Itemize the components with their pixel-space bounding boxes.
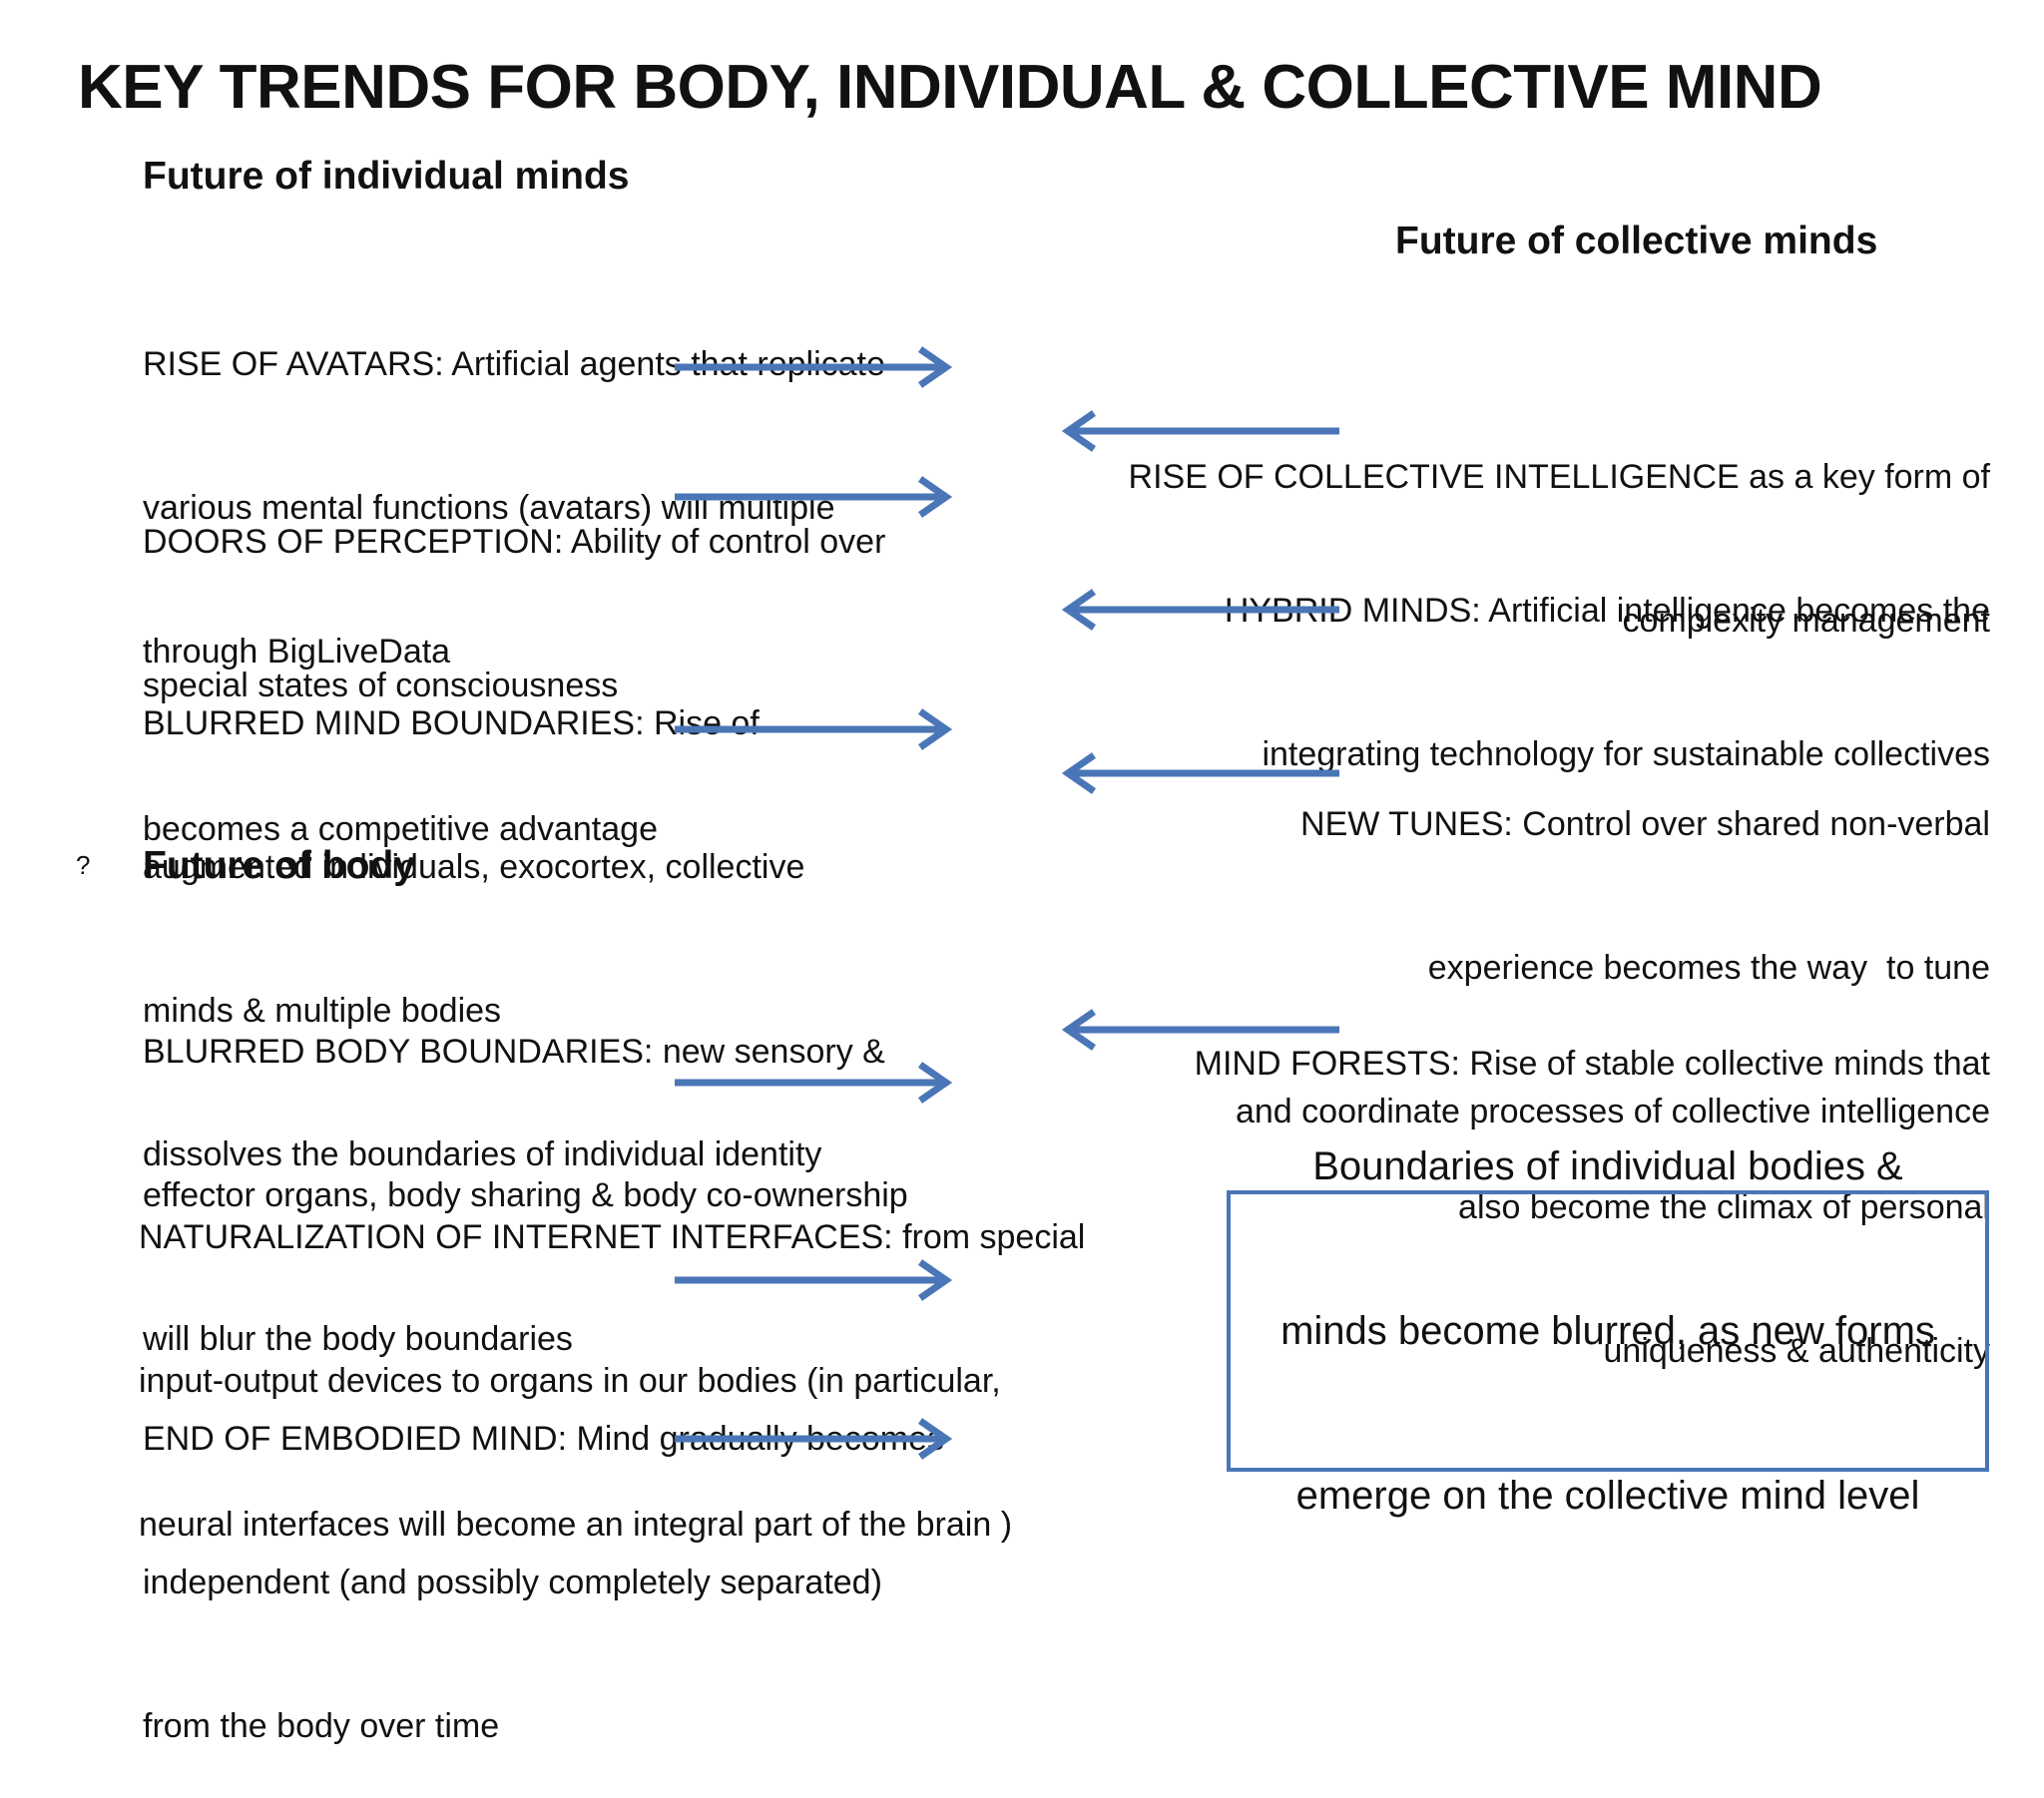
- right-arrow-icon: [675, 346, 953, 388]
- left-arrow-icon: [1061, 752, 1339, 794]
- left-arrow-icon: [1061, 1009, 1339, 1051]
- trend-line: effector organs, body sharing & body co-…: [143, 1176, 908, 1214]
- trend-line: experience becomes the way to tune: [1427, 949, 1990, 987]
- trend-line: will blur the body boundaries: [143, 1320, 573, 1358]
- collective-minds-heading: Future of collective minds: [1395, 220, 1878, 262]
- trend-line: becomes a competitive advantage: [143, 810, 658, 848]
- trend-doors-of-perception: DOORS OF PERCEPTION: Ability of control …: [143, 422, 885, 901]
- summary-line: emerge on the collective mind level: [1295, 1473, 1920, 1518]
- trend-line: dissolves the boundaries of individual i…: [143, 1135, 822, 1173]
- trend-line: input-output devices to organs in our bo…: [139, 1362, 1001, 1400]
- trend-line: and coordinate processes of collective i…: [1235, 1093, 1990, 1130]
- right-arrow-icon: [675, 1259, 953, 1301]
- trend-line: END OF EMBODIED MIND: Mind gradually bec…: [143, 1420, 944, 1458]
- trend-line: special states of consciousness: [143, 667, 619, 704]
- left-arrow-icon: [1061, 589, 1339, 631]
- trend-line: uniqueness & authenticity: [1603, 1332, 1990, 1370]
- trend-line: augmented individuals, exocortex, collec…: [143, 848, 805, 886]
- left-arrow-icon: [1061, 410, 1339, 452]
- trend-blurred-mind-boundaries: BLURRED MIND BOUNDARIES: Rise of augment…: [143, 604, 821, 1226]
- summary-text: Boundaries of individual bodies & minds …: [1280, 1030, 1935, 1633]
- trend-line: DOORS OF PERCEPTION: Ability of control …: [143, 523, 886, 561]
- summary-line: Boundaries of individual bodies &: [1312, 1143, 1903, 1188]
- trend-line: various mental functions (avatars) will …: [143, 489, 835, 527]
- body-heading: Future of body: [143, 844, 415, 887]
- trend-new-tunes: NEW TUNES: Control over shared non-verba…: [1236, 704, 1990, 1183]
- trend-line: BLURRED BODY BOUNDARIES: new sensory &: [143, 1033, 885, 1071]
- trend-line: also become the climax of personal: [1458, 1188, 1990, 1226]
- trend-line: MIND FORESTS: Rise of stable collective …: [1194, 1045, 1990, 1083]
- right-arrow-icon: [675, 1062, 953, 1104]
- trend-line: from the body over time: [143, 1707, 500, 1745]
- right-arrow-icon: [675, 708, 953, 750]
- trend-mind-forests: MIND FORESTS: Rise of stable collective …: [1195, 944, 1990, 1423]
- arrows-layer: [675, 346, 1339, 1460]
- individual-minds-heading: Future of individual minds: [143, 155, 630, 198]
- trend-line: HYBRID MINDS: Artificial intelligence be…: [1224, 592, 1990, 630]
- summary-box: Boundaries of individual bodies & minds …: [1227, 1144, 1989, 1518]
- slide-title: KEY TRENDS FOR BODY, INDIVIDUAL & COLLEC…: [78, 53, 1822, 122]
- question-mark-glyph: ?: [76, 850, 91, 880]
- trend-line: independent (and possibly completely sep…: [143, 1564, 882, 1601]
- trend-line: NEW TUNES: Control over shared non-verba…: [1300, 805, 1990, 843]
- trend-line: RISE OF COLLECTIVE INTELLIGENCE as a key…: [1128, 458, 1990, 496]
- trend-line: minds & multiple bodies: [143, 992, 502, 1030]
- trend-line: complexity management: [1622, 602, 1990, 640]
- summary-line: minds become blurred, as new forms: [1280, 1308, 1935, 1353]
- trend-line: BLURRED MIND BOUNDARIES: Rise of: [143, 704, 760, 742]
- trend-blurred-body-boundaries: BLURRED BODY BOUNDARIES: new sensory & e…: [143, 932, 908, 1411]
- trend-line: NATURALIZATION OF INTERNET INTERFACES: f…: [139, 1218, 1086, 1256]
- trend-line: integrating technology for sustainable c…: [1262, 735, 1990, 773]
- right-arrow-icon: [675, 1418, 953, 1460]
- trend-hybrid-minds: HYBRID MINDS: Artificial intelligence be…: [1225, 491, 1990, 826]
- trend-rise-of-collective-intelligence: RISE OF COLLECTIVE INTELLIGENCE as a key…: [1129, 357, 1990, 692]
- trend-line: through BigLiveData: [143, 633, 451, 671]
- right-arrow-icon: [675, 476, 953, 518]
